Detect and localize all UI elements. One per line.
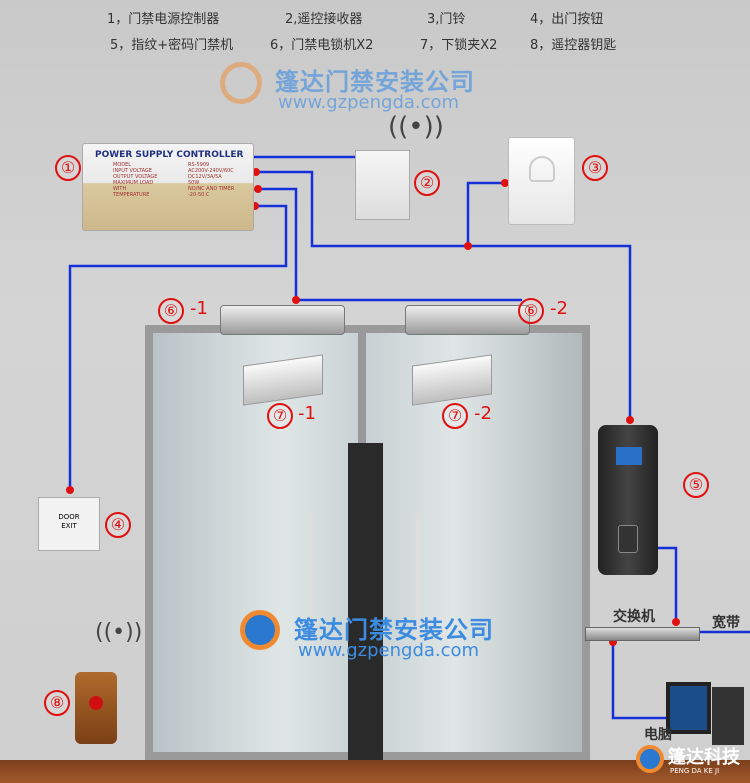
legend: 1，门禁电源控制器 2,遥控接收器 3,门铃 4，出门按钮 5，指纹+密码门禁机… xyxy=(0,0,750,60)
brand-name: 篷达科技 xyxy=(668,747,740,768)
watermark-name: 篷达门禁安装公司 xyxy=(294,616,494,644)
controller-title: POWER SUPPLY CONTROLLER xyxy=(95,150,244,160)
legend-item-1: 1，门禁电源控制器 xyxy=(107,12,220,27)
bell-icon xyxy=(529,156,555,182)
legend-item-6: 6，门禁电锁机X2 xyxy=(270,38,374,53)
computer-label: 电脑 xyxy=(644,727,672,743)
logo-icon xyxy=(220,62,262,104)
callout-5: ⑤ xyxy=(683,472,709,498)
callout-2: ② xyxy=(414,170,440,196)
callout-6-2-suffix: -2 xyxy=(550,298,568,319)
wire-doorbell xyxy=(466,181,505,246)
callout-3: ③ xyxy=(582,155,608,181)
exit-button: DOOR EXIT xyxy=(38,497,100,551)
callout-6-1: ⑥ xyxy=(158,298,184,324)
callout-6-1-suffix: -1 xyxy=(190,298,208,319)
callout-7-1-suffix: -1 xyxy=(298,403,316,424)
wire-fingerprint xyxy=(256,170,632,420)
wire-locks xyxy=(258,187,522,302)
controller-spec-labels: MODEL INPUT VOLTAGE OUTPUT VOLTAGE MAXIM… xyxy=(113,162,158,198)
legend-item-5: 5，指纹+密码门禁机 xyxy=(110,38,234,53)
watermark-name: 篷达门禁安装公司 xyxy=(275,68,475,96)
fingerprint-terminal xyxy=(598,425,658,575)
legend-item-3: 3,门铃 xyxy=(427,12,466,27)
callout-7-2-suffix: -2 xyxy=(474,403,492,424)
computer-tower xyxy=(712,687,744,745)
wire-computer xyxy=(611,642,670,720)
callout-7-1: ⑦ xyxy=(267,403,293,429)
floor xyxy=(0,760,750,783)
remote-button xyxy=(89,696,103,710)
exit-line1: DOOR xyxy=(58,513,80,521)
door-handle-right xyxy=(415,513,421,643)
legend-item-2: 2,遥控接收器 xyxy=(285,12,363,27)
switch-label: 交换机 xyxy=(613,609,655,625)
marble-column xyxy=(348,443,383,763)
electric-lock-2 xyxy=(405,305,530,335)
legend-item-4: 4，出门按钮 xyxy=(530,12,604,27)
callout-6-2: ⑥ xyxy=(518,298,544,324)
door-handle-left xyxy=(308,513,314,643)
remote-key-fob xyxy=(75,672,117,744)
remote-receiver xyxy=(355,150,410,220)
wire-switch xyxy=(655,546,678,622)
legend-item-7: 7，下锁夹X2 xyxy=(420,38,498,53)
wifi-icon: ((•)) xyxy=(388,112,444,142)
glass-door xyxy=(145,325,590,763)
callout-4: ④ xyxy=(105,512,131,538)
watermark-url: www.gzpengda.com xyxy=(298,640,480,661)
exit-line2: EXIT xyxy=(61,522,77,530)
logo-icon xyxy=(240,610,280,650)
brand-pinyin: PENG DA KE JI xyxy=(670,767,720,775)
controller-spec-values: RS-5909 AC200V-240V/60C DC12V/3A/5A 50W … xyxy=(188,162,235,198)
computer-monitor xyxy=(666,682,711,734)
wire-exit xyxy=(68,204,288,490)
callout-8: ⑧ xyxy=(44,690,70,716)
power-supply-controller: POWER SUPPLY CONTROLLER MODEL INPUT VOLT… xyxy=(82,143,254,231)
callout-1: ① xyxy=(55,155,81,181)
network-switch xyxy=(585,627,700,641)
legend-item-8: 8，遥控器钥匙 xyxy=(530,38,617,53)
electric-lock-1 xyxy=(220,305,345,335)
brand-logo-icon xyxy=(636,745,664,773)
terminal-screen xyxy=(616,447,642,465)
watermark-url: www.gzpengda.com xyxy=(278,92,460,113)
doorbell xyxy=(508,137,575,225)
broadband-label: 宽带 xyxy=(712,615,740,631)
fingerprint-icon xyxy=(618,525,638,553)
wifi-icon: ((•)) xyxy=(95,620,143,645)
callout-7-2: ⑦ xyxy=(442,403,468,429)
